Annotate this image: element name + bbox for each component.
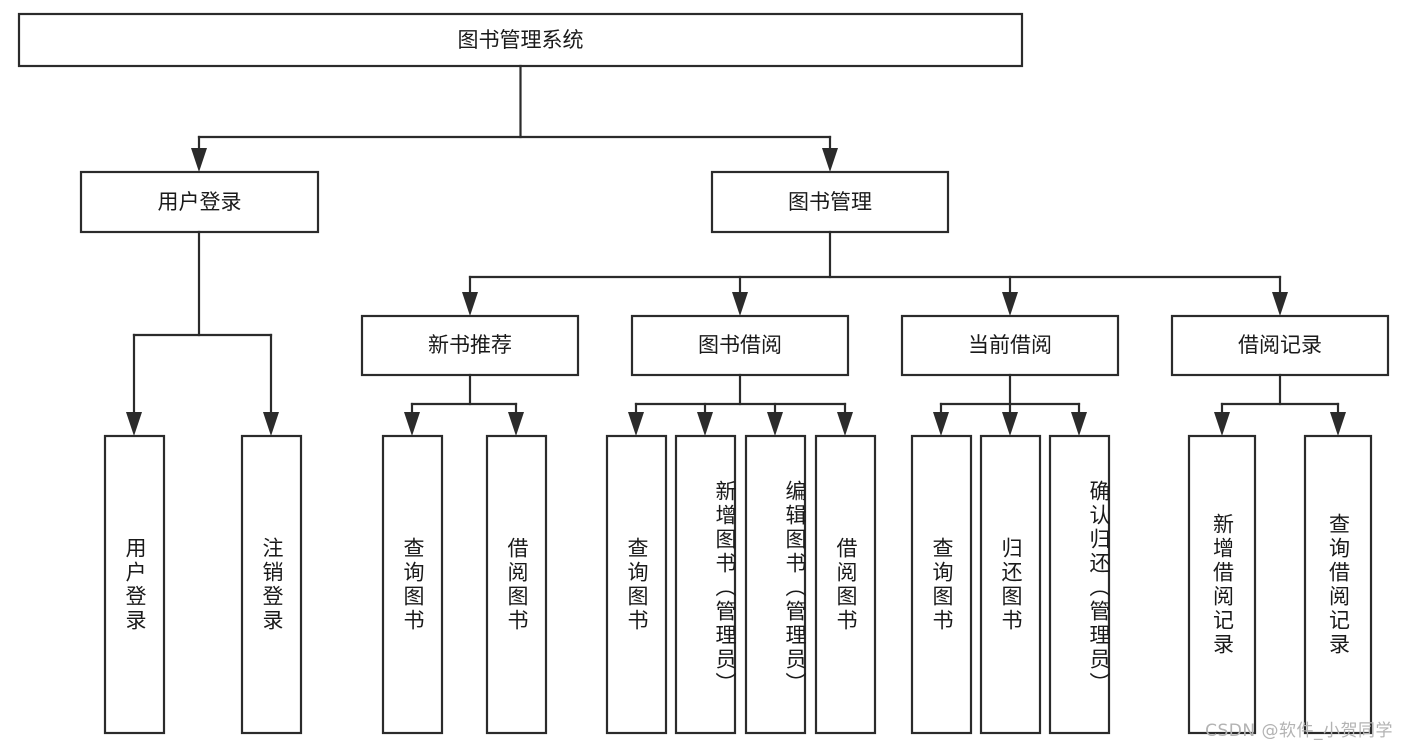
leaf-box-return-book[interactable]: [979, 434, 1042, 735]
book-management-box[interactable]: [710, 170, 950, 234]
connector-root-to-level2: [191, 64, 838, 172]
arrow-leaf-add-record: [1214, 412, 1230, 436]
leaf-box-borrow-book-2[interactable]: [814, 434, 877, 735]
book-borrow-box[interactable]: [630, 314, 850, 377]
node-user-login[interactable]: 用户登录: [79, 170, 320, 234]
new-book-recommend-label: 新书推荐: [428, 333, 512, 357]
leaf-box-confirm-return[interactable]: [1048, 434, 1111, 735]
book-borrow-label: 图书借阅: [698, 333, 782, 357]
leaf-box-add-record[interactable]: [1187, 434, 1257, 735]
leaf-box-borrow-book-1[interactable]: [485, 434, 548, 735]
leaf-box-logout[interactable]: [240, 434, 303, 735]
current-borrow-label: 当前借阅: [968, 333, 1052, 357]
connector-newbook-to-leaves: [404, 373, 524, 436]
leaf-box-query-record[interactable]: [1303, 434, 1373, 735]
arrow-leaf-confirm-return: [1071, 412, 1087, 436]
leaf-box-user-login[interactable]: [103, 434, 166, 735]
node-borrow-record[interactable]: 借阅记录: [1170, 314, 1390, 377]
arrow-leaf-borrow-book-1: [508, 412, 524, 436]
leaf-box-query-book-1[interactable]: [381, 434, 444, 735]
arrow-leaf-query-book-1: [404, 412, 420, 436]
connector-userlogin-to-leaves: [126, 230, 279, 436]
arrow-book-borrow: [732, 292, 748, 316]
leaf-box-query-book-2[interactable]: [605, 434, 668, 735]
connector-currentborrow-to-leaves: [933, 373, 1087, 436]
leaf-box-query-book-3[interactable]: [910, 434, 973, 735]
node-current-borrow[interactable]: 当前借阅: [900, 314, 1120, 377]
connector-bookmgmt-to-level3: [462, 230, 1288, 316]
arrow-leaf-query-record: [1330, 412, 1346, 436]
node-new-book-recommend[interactable]: 新书推荐: [360, 314, 580, 377]
arrow-leaf-logout: [263, 412, 279, 436]
user-login-label: 用户登录: [158, 190, 242, 214]
csdn-watermark: CSDN @软件_小贺同学: [1205, 721, 1393, 741]
arrow-book-mgmt: [822, 148, 838, 172]
leaf-box-edit-book[interactable]: [744, 434, 807, 735]
book-management-label: 图书管理: [788, 190, 872, 214]
arrow-leaf-edit-book: [767, 412, 783, 436]
arrow-borrow-record: [1272, 292, 1288, 316]
arrow-leaf-add-book: [697, 412, 713, 436]
arrow-leaf-query-book-3: [933, 412, 949, 436]
borrow-record-label: 借阅记录: [1238, 333, 1322, 357]
root-box[interactable]: [17, 12, 1024, 68]
leaf-box-add-book[interactable]: [674, 434, 737, 735]
current-borrow-box[interactable]: [900, 314, 1120, 377]
arrow-leaf-query-book-2: [628, 412, 644, 436]
arrow-leaf-user-login: [126, 412, 142, 436]
arrow-user-login: [191, 148, 207, 172]
node-book-borrow[interactable]: 图书借阅: [630, 314, 850, 377]
arrow-leaf-borrow-book-2: [837, 412, 853, 436]
node-book-management[interactable]: 图书管理: [710, 170, 950, 234]
borrow-record-box[interactable]: [1170, 314, 1390, 377]
node-root[interactable]: 图书管理系统: [17, 12, 1024, 68]
connector-borrowrecord-to-leaves: [1214, 373, 1346, 436]
connector-bookborrow-to-leaves: [628, 373, 853, 436]
arrow-new-book-recommend: [462, 292, 478, 316]
new-book-recommend-box[interactable]: [360, 314, 580, 377]
root-label: 图书管理系统: [458, 28, 584, 52]
arrow-current-borrow: [1002, 292, 1018, 316]
arrow-leaf-return-book: [1002, 412, 1018, 436]
